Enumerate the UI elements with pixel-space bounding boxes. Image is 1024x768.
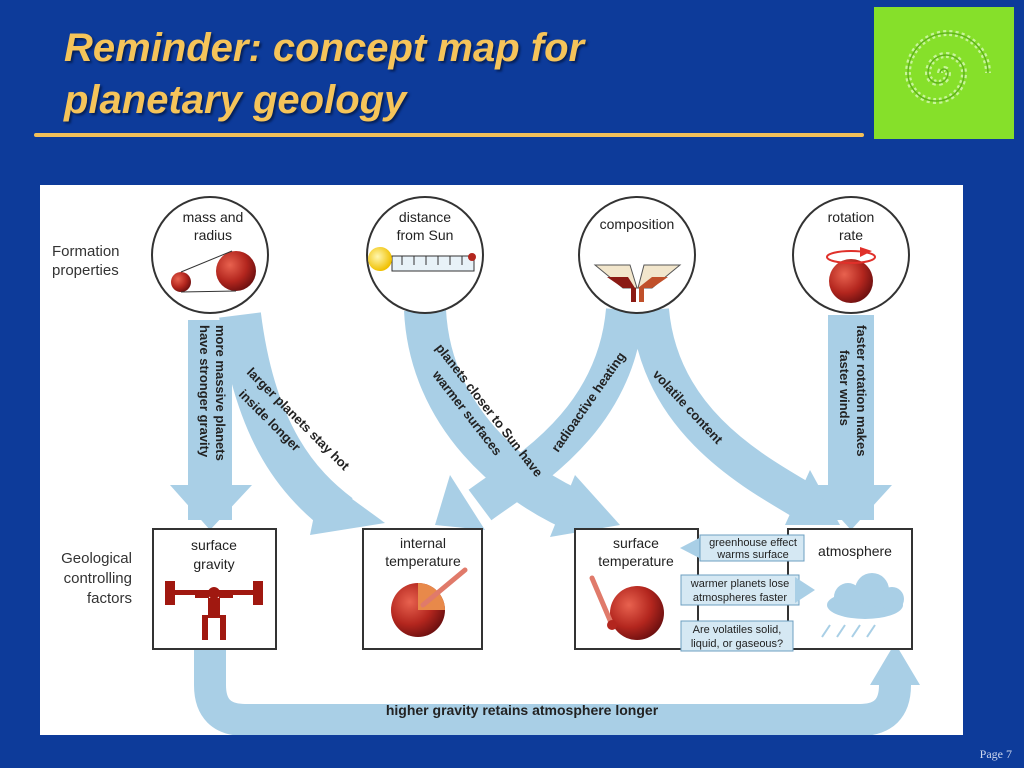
logo [874, 7, 1014, 139]
gravity-label-line1: surface [191, 537, 237, 553]
distance-label-line1: distance [399, 209, 451, 225]
page-number: Page 7 [979, 747, 1012, 761]
node-composition: composition [578, 196, 696, 314]
small-planet-icon [171, 272, 191, 292]
arrow-mass-to-gravity [170, 320, 252, 530]
slide-title-line2: planetary geology [64, 78, 407, 122]
node-surface-gravity: surface gravity [152, 528, 277, 650]
geo-label-line3: factors [87, 590, 132, 607]
arrow-composition-to-internal [435, 307, 644, 530]
arrow-lose-atmosphere: warmer planets lose atmospheres faster [680, 574, 815, 606]
thermometer-icon [420, 567, 468, 608]
internal-label-line2: temperature [385, 553, 461, 569]
sun-icon [368, 247, 392, 271]
concept-map: Formation properties Geological controll… [40, 185, 963, 735]
geo-label-line2: controlling [64, 570, 132, 587]
arrow-rotation-to-atmosphere [810, 315, 892, 530]
node-mass-radius: mass and radius [151, 196, 269, 314]
arrow-composition-to-atmosphere [631, 307, 840, 525]
ruler-icon [391, 255, 475, 272]
rotating-planet-icon [829, 259, 873, 303]
retains-label: higher gravity retains atmosphere longer [386, 702, 659, 718]
composition-label: composition [600, 216, 675, 232]
rotation-arrow-label-line2: faster winds [837, 350, 852, 426]
greenhouse-label-line2: warms surface [716, 549, 789, 561]
arrow-greenhouse: greenhouse effect warms surface [680, 534, 805, 562]
rotation-arrow-label-line1: faster rotation makes [854, 325, 869, 457]
greenhouse-label-line1: greenhouse effect [709, 537, 797, 549]
geo-label-line1: Geological [61, 550, 132, 567]
rotation-arrow-icon [826, 250, 876, 264]
internal-label-line1: internal [400, 535, 446, 551]
volatiles-label-line2: liquid, or gaseous? [691, 638, 783, 650]
rain-icon [821, 624, 876, 638]
node-internal-temperature: internal temperature [362, 528, 483, 650]
surface-thermometer-icon [589, 575, 615, 628]
rotation-label-line1: rotation [828, 209, 875, 225]
node-rotation: rotation rate [792, 196, 910, 314]
lose-label-line1: warmer planets lose [690, 578, 789, 590]
arrow-volatiles-phase: Are volatiles solid, liquid, or gaseous? [680, 620, 794, 652]
atmosphere-label: atmosphere [818, 543, 892, 559]
spiral-logo-icon [874, 7, 1014, 139]
title-underline [34, 133, 864, 137]
weightlifter-icon [165, 581, 263, 640]
funnels-icon [593, 264, 682, 302]
formation-label-line2: properties [52, 262, 119, 279]
slide-title: Reminder: concept map for planetary geol… [64, 22, 584, 126]
mass-label-line2: radius [194, 227, 232, 243]
node-distance: distance from Sun [366, 196, 484, 314]
arrow-gravity-to-atmosphere [194, 643, 920, 735]
formation-label-line1: Formation [52, 243, 120, 260]
distance-label-line2: from Sun [397, 227, 454, 243]
slide-title-line1: Reminder: concept map for [64, 26, 585, 70]
lose-label-line2: atmospheres faster [693, 592, 787, 604]
arrow-distance-to-surface-temp [404, 308, 620, 537]
cloud-icon [827, 573, 904, 619]
node-atmosphere: atmosphere [787, 528, 913, 650]
planet-dot-icon [468, 253, 476, 261]
gravity-label-line2: gravity [193, 556, 234, 572]
surface-temp-label-line2: temperature [598, 553, 674, 569]
massive-label-line2: have stronger gravity [197, 325, 212, 458]
rotation-label-line2: rate [839, 227, 863, 243]
large-planet-icon [216, 251, 256, 291]
surface-temp-label-line1: surface [613, 535, 659, 551]
massive-label-line1: more massive planets [213, 325, 228, 461]
arrow-mass-to-internal [219, 312, 385, 535]
volatiles-label-line1: Are volatiles solid, [693, 624, 782, 636]
hot-planet-icon [610, 586, 664, 640]
mass-label-line1: mass and [183, 209, 244, 225]
node-surface-temperature: surface temperature [574, 528, 699, 650]
